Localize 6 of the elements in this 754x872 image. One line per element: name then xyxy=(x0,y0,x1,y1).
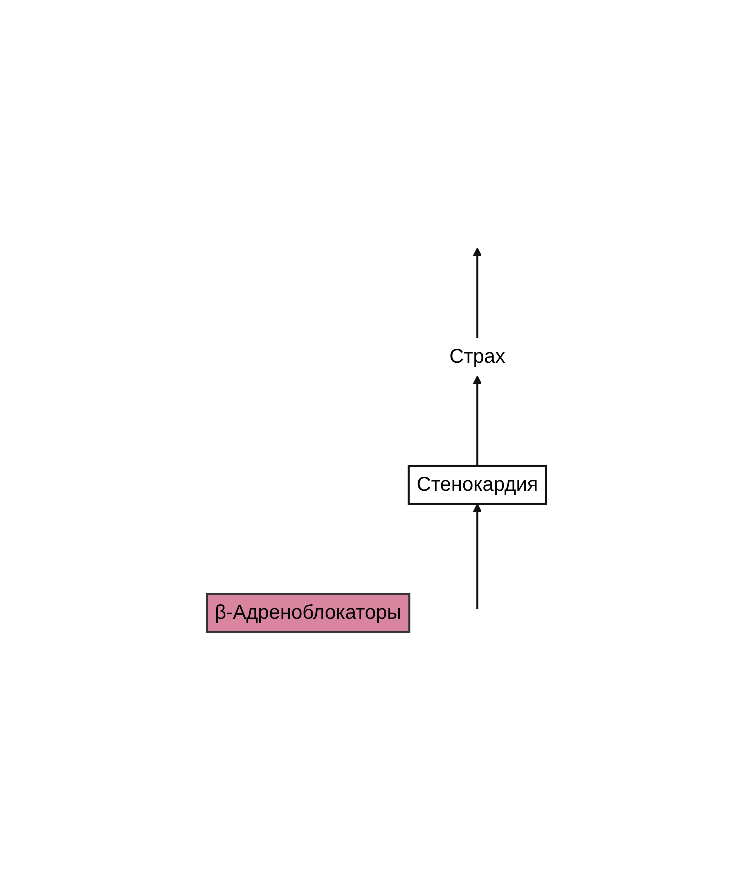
arrow xyxy=(474,248,482,338)
node-box xyxy=(408,465,548,505)
arrow xyxy=(474,376,482,466)
node-text: Страх xyxy=(450,346,506,368)
node-box xyxy=(206,592,411,633)
arrow xyxy=(474,504,482,609)
